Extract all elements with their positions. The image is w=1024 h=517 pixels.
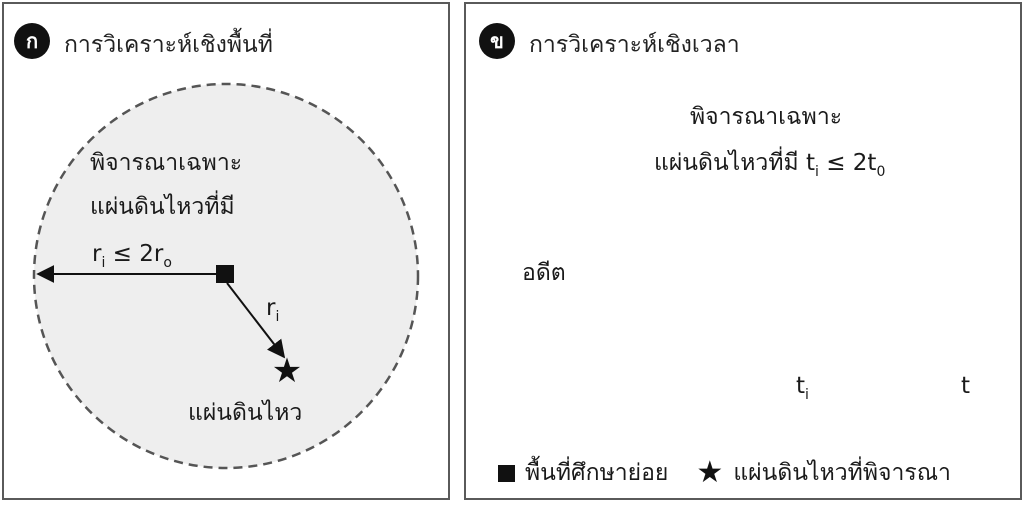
temporal-analysis-panel xyxy=(464,2,1022,500)
radius-condition: ri ≤ 2ro xyxy=(92,241,172,271)
condition-label-a: แผ่นดินไหวที่มี xyxy=(90,194,235,220)
ti-label: ti xyxy=(796,373,809,403)
study-area-square xyxy=(216,265,234,283)
earthquake-label: แผ่นดินไหว xyxy=(188,400,303,426)
consider-label-a: พิจารณาเฉพาะ xyxy=(90,150,243,176)
consider-label-b: พิจารณาเฉพาะ xyxy=(690,104,843,130)
legend-square-label: พื้นที่ศึกษาย่อย xyxy=(525,460,669,486)
earthquake-star: ★ xyxy=(272,351,302,391)
legend-square-icon xyxy=(498,464,515,482)
distance-arrow xyxy=(226,282,286,359)
legend-star-label: แผ่นดินไหวที่พิจารณา xyxy=(733,460,951,486)
legend-star-icon: ★ xyxy=(696,455,724,490)
panel-b-badge: ข xyxy=(479,23,515,59)
panel-b-title: การวิเคราะห์เชิงเวลา xyxy=(529,32,740,58)
legend: พื้นที่ศึกษาย่อย ★ แผ่นดินไหวที่พิจารณา xyxy=(498,455,951,491)
past-label: อดีต xyxy=(522,260,566,286)
time-condition: แผ่นดินไหวที่มี ti ≤ 2t0 xyxy=(654,150,886,180)
t-label: t xyxy=(961,373,971,399)
distance-label: ri xyxy=(266,295,280,325)
panel-a-title: การวิเคราะห์เชิงพื้นที่ xyxy=(64,32,273,58)
panel-a-badge: ก xyxy=(14,23,50,59)
